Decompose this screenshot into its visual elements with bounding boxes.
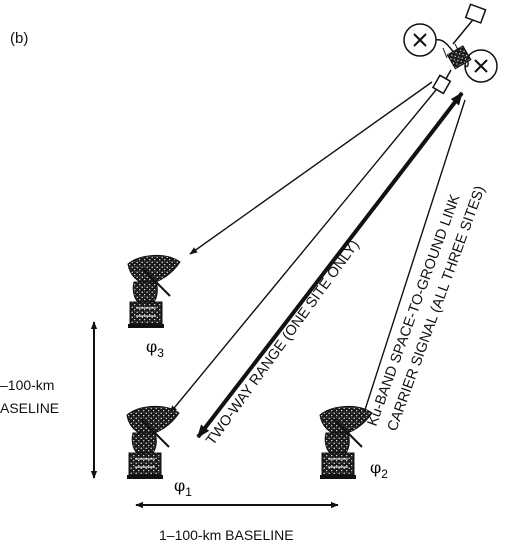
horizontal-baseline-label: 1–100-km BASELINE <box>159 527 294 543</box>
antenna-dish-icon <box>127 254 181 329</box>
antenna-dish-icon <box>319 405 373 480</box>
panel-label: (b) <box>10 30 28 47</box>
antenna-dish-icon <box>126 405 180 480</box>
two-way-range-arrow <box>196 91 464 439</box>
vertical-baseline-label-line1: –100-km <box>0 377 54 393</box>
carrier-signal-line-site3 <box>189 81 433 255</box>
site-label-3: φ3 <box>146 337 164 360</box>
site-label-2: φ2 <box>370 458 388 481</box>
carrier-signal-line-site2 <box>362 99 466 417</box>
satellite-icon <box>403 3 498 95</box>
site-label-1: φ1 <box>174 476 192 499</box>
ku-band-label-line2: CARRIER SIGNAL (ALL THREE SITES) <box>385 184 489 434</box>
vertical-baseline-label-line2: ASELINE <box>0 400 59 416</box>
